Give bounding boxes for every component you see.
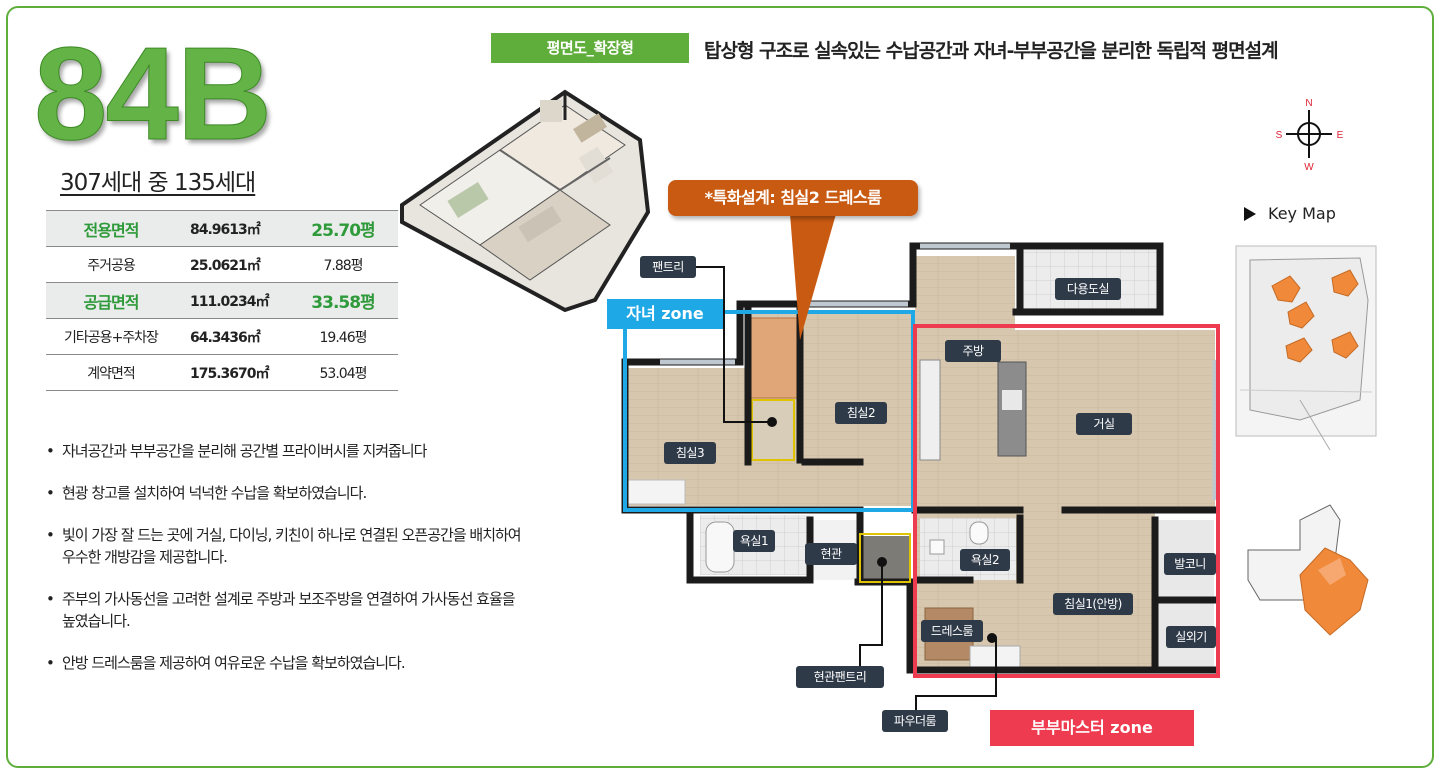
area-sqm: 64.3436㎡ [190,329,261,346]
area-row: 계약면적 175.3670㎡ 53.04평 [46,355,398,391]
special-design-callout: *특화설계: 침실2 드레스룸 [668,180,918,216]
room-tag-pantry: 팬트리 [640,256,696,278]
area-pyeong: 53.04평 [319,365,368,382]
area-pyeong: 33.58평 [311,293,375,313]
area-pyeong: 7.88평 [323,257,363,274]
room-tag-kitchen: 주방 [945,340,1001,362]
key-map-text: Key Map [1268,204,1336,223]
area-sqm: 111.0234㎡ [190,293,270,310]
plan-headline: 탑상형 구조로 실속있는 수납공간과 자녀-부부공간을 분리한 독립적 평면설계 [704,40,1279,62]
feature-list: 자녀공간과 부부공간을 분리해 공간별 프라이버시를 지켜줍니다현광 창고를 설… [44,440,524,694]
feature-item: 빛이 가장 잘 드는 곳에 거실, 다이닝, 키친이 하나로 연결된 오픈공간을… [44,524,524,568]
room-tag-bed3: 침실3 [664,442,716,464]
area-pyeong: 25.70평 [311,221,375,241]
area-pyeong: 19.46평 [319,329,368,346]
master-zone-label: 부부마스터 zone [990,710,1194,746]
area-label: 전용면적 [83,220,140,240]
area-sqm: 175.3670㎡ [190,365,270,382]
feature-item: 주부의 가사동선을 고려한 설계로 주방과 보조주방을 연결하여 가사동선 효율… [44,588,524,632]
feature-item: 현광 창고를 설치하여 넉넉한 수납을 확보하였습니다. [44,482,524,504]
feature-item: 자녀공간과 부부공간을 분리해 공간별 프라이버시를 지켜줍니다 [44,440,524,462]
area-sqm: 25.0621㎡ [190,257,261,274]
area-row: 주거공용 25.0621㎡ 7.88평 [46,247,398,283]
unit-type-title: 84B [33,20,272,167]
feature-item: 안방 드레스룸을 제공하여 여유로운 수납을 확보하였습니다. [44,652,524,674]
room-tag-dress: 드레스룸 [921,620,983,642]
plan-type-badge: 평면도_확장형 [491,33,689,63]
room-tag-entry-pantry: 현관팬트리 [796,666,884,688]
area-row: 공급면적 111.0234㎡ 33.58평 [46,282,398,319]
room-tag-bath2: 욕실2 [960,549,1010,571]
room-tag-bed1: 침실1(안방) [1053,593,1133,615]
room-tag-living: 거실 [1076,413,1132,435]
room-tag-multi: 다용도실 [1055,278,1121,300]
households-count: 307세대 중 135세대 [60,170,256,196]
area-row: 전용면적 84.9613㎡ 25.70평 [46,210,398,247]
room-tag-balcony: 발코니 [1164,553,1216,575]
area-label: 공급면적 [83,292,140,312]
room-tag-powder: 파우더룸 [882,710,948,732]
room-tag-bed2: 침실2 [835,402,887,424]
kids-zone-label: 자녀 zone [607,299,723,329]
area-label: 주거공용 [87,257,136,274]
area-label: 기타공용+주차장 [64,329,159,346]
room-tag-bath1: 욕실1 [733,530,775,552]
area-label: 계약면적 [87,365,136,382]
key-map-label: Key Map [1244,204,1336,223]
triangle-icon [1244,206,1256,221]
area-row: 기타공용+주차장 64.3436㎡ 19.46평 [46,319,398,355]
page-frame [6,6,1434,768]
area-sqm: 84.9613㎡ [190,221,261,238]
room-tag-outdoor-unit: 실외기 [1166,626,1216,648]
room-tag-entry: 현관 [805,543,857,565]
